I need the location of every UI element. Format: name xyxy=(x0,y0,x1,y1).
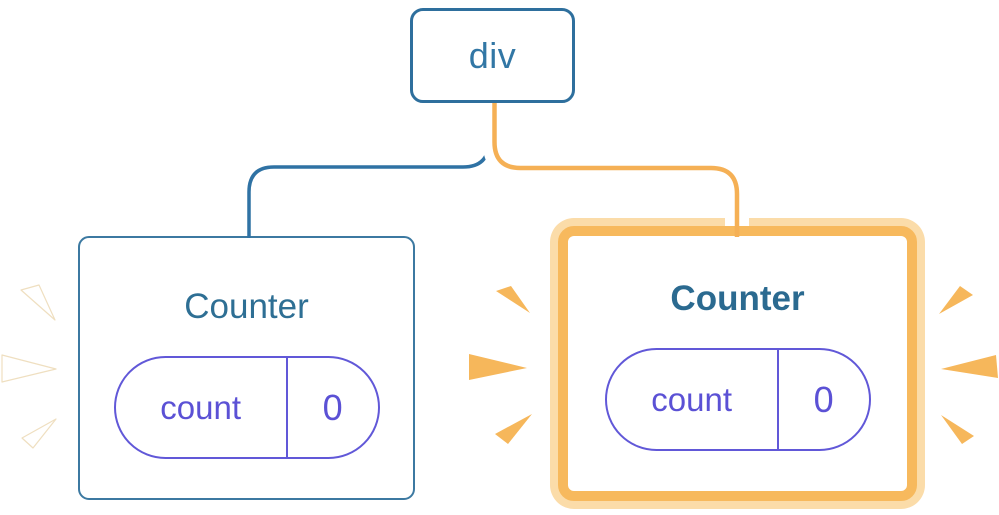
state-value-cell: 0 xyxy=(288,358,378,457)
burst-icon-orange-right xyxy=(939,286,998,444)
state-key-cell: count xyxy=(607,350,779,449)
burst-icon-orange-left xyxy=(469,286,532,444)
burst-icon-white xyxy=(1,284,57,449)
counter-title-right: Counter xyxy=(670,279,805,318)
state-value-left: 0 xyxy=(322,386,343,428)
state-pill-left: count 0 xyxy=(113,356,380,459)
counter-card-left: Counter count 0 xyxy=(78,236,415,500)
state-value-right: 0 xyxy=(813,378,834,420)
state-key-right: count xyxy=(651,380,733,418)
root-node-label: div xyxy=(468,34,517,76)
counter-card-right-highlight: Counter count 0 xyxy=(550,218,925,509)
edge-root-to-right-halo xyxy=(482,98,749,226)
root-node: div xyxy=(410,8,575,103)
counter-title-left: Counter xyxy=(184,287,309,326)
state-key-cell: count xyxy=(116,358,288,457)
state-key-left: count xyxy=(160,388,242,426)
edge-root-to-left-counter xyxy=(247,98,491,238)
counter-card-right: Counter count 0 xyxy=(558,226,917,501)
edge-root-to-right-counter xyxy=(492,98,740,237)
state-value-cell: 0 xyxy=(779,350,869,449)
state-pill-right: count 0 xyxy=(604,348,871,451)
